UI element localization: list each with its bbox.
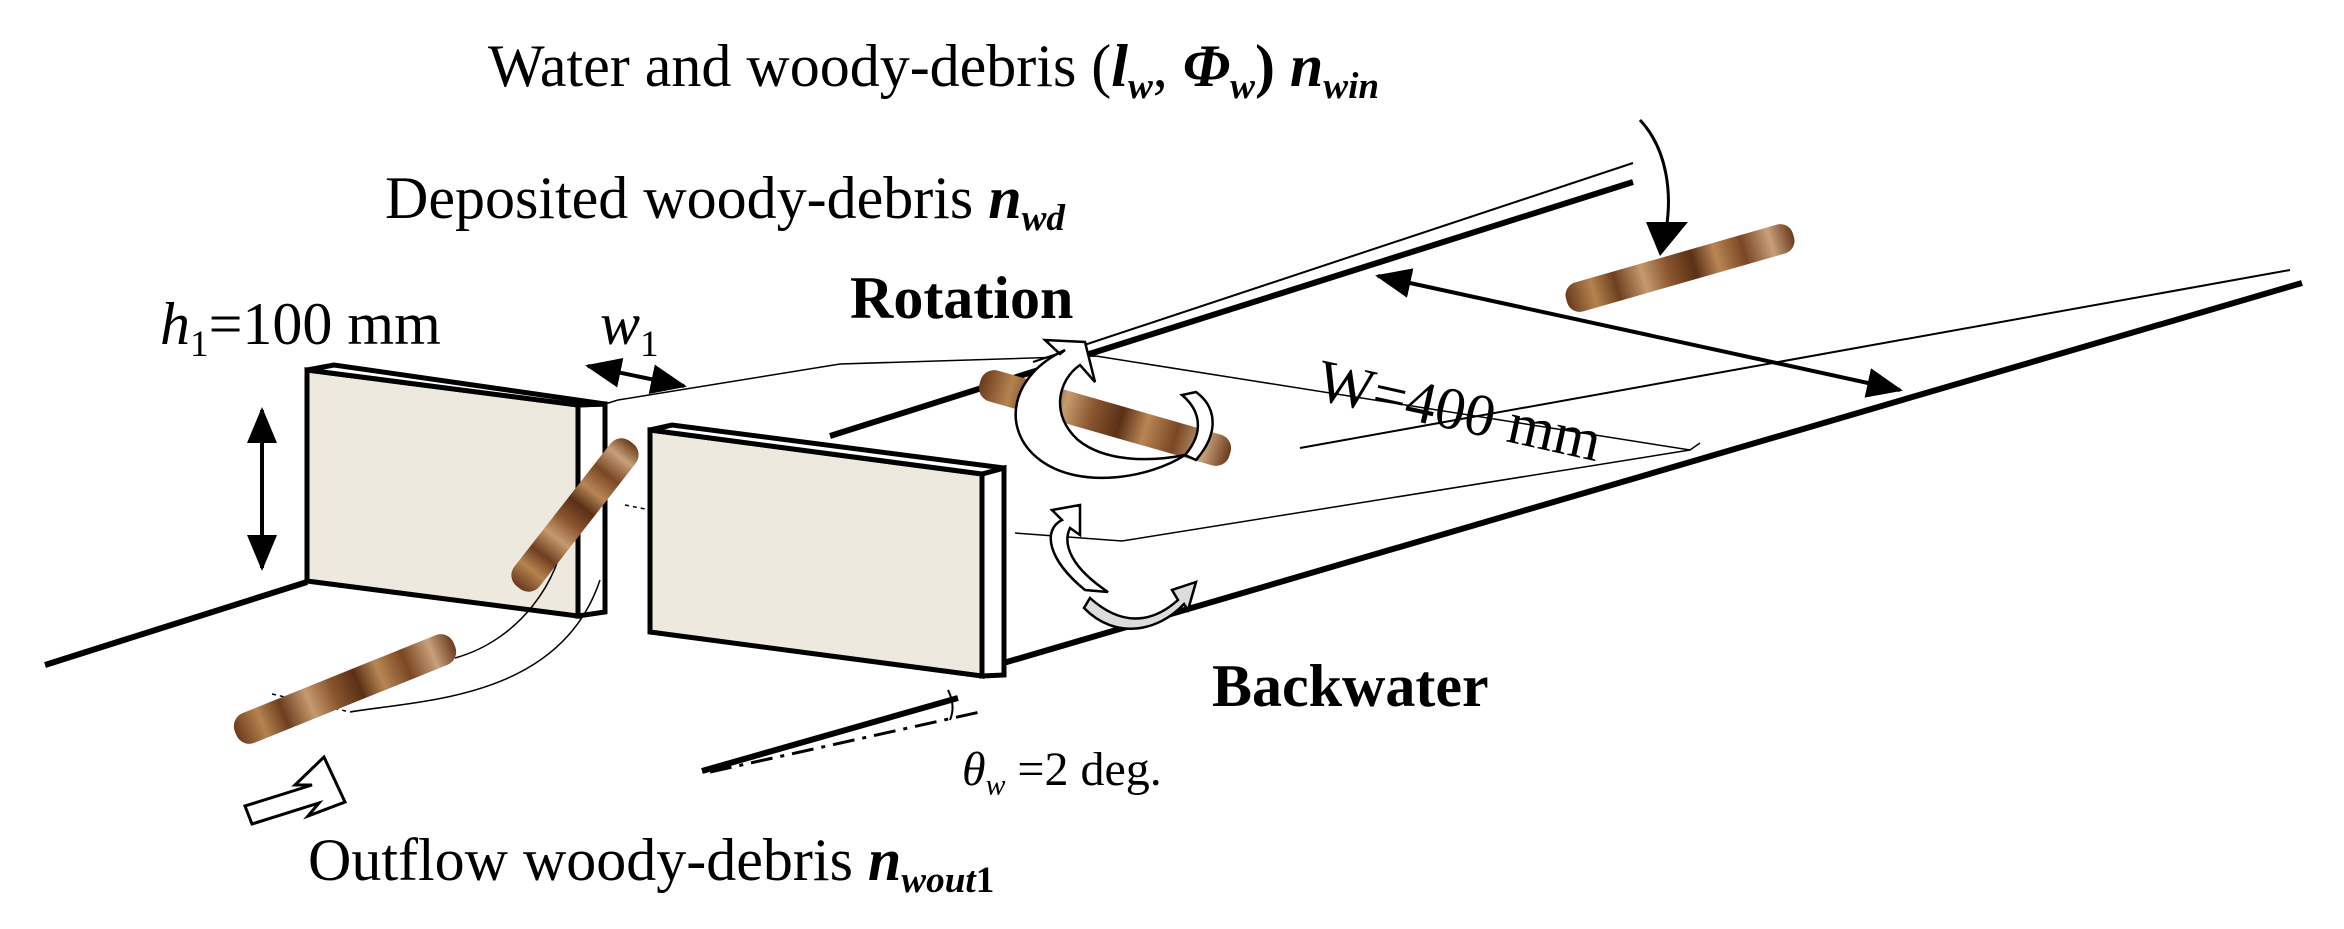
right-wall-top — [649, 422, 1005, 477]
nwout-subscript-num: 1 — [975, 859, 995, 901]
outflow-direction-arrow — [243, 754, 348, 826]
inflow-label-text: Water and woody-debris ( — [488, 33, 1112, 99]
outflow-label-text: Outflow woody-debris — [308, 827, 868, 893]
backwater-arrows — [1049, 503, 1198, 630]
log-outflow — [233, 634, 457, 744]
phi-subscript: w — [1230, 65, 1255, 107]
slope-reference-line — [709, 710, 981, 774]
width-dimension-arrow — [1375, 268, 1903, 398]
h1-subscript: 1 — [190, 323, 209, 365]
inflow-pointer-arrow — [1638, 118, 1670, 231]
slope-value: =2 deg. — [1005, 743, 1162, 796]
theta-symbol: θ — [962, 743, 986, 796]
theta-subscript: w — [985, 768, 1006, 802]
phi-symbol: Φ — [1182, 33, 1231, 99]
slope-angle-arc — [947, 689, 954, 721]
gap-label: w1 — [600, 291, 659, 363]
log-inflow — [1565, 224, 1795, 312]
slit-dotted — [624, 504, 651, 511]
lw-subscript: w — [1127, 65, 1153, 107]
woody-debris-logs — [233, 224, 1795, 744]
nwin-subscript: win — [1323, 65, 1380, 107]
far-sidewall-top — [1032, 162, 1634, 363]
w1-subscript: 1 — [640, 323, 659, 365]
backwater-arrow-white — [1049, 503, 1109, 594]
inflow-pointer-arrowhead — [1646, 222, 1688, 256]
inflow-comma: , — [1152, 33, 1183, 99]
nwd-symbol: n — [988, 165, 1022, 231]
slit-guide-upper — [604, 399, 619, 405]
w1-symbol: w — [600, 291, 641, 357]
deposited-label: Deposited woody-debris nwd — [385, 165, 1065, 237]
nwout-subscript-text: wout — [901, 859, 976, 901]
inflow-label: Water and woody-debris (lw, Φw) nwin — [488, 33, 1379, 105]
right-wall-side — [979, 464, 1007, 679]
nwd-subscript: wd — [1021, 197, 1066, 239]
nwin-symbol: n — [1289, 33, 1324, 99]
height-value: =100 mm — [208, 291, 441, 357]
backwater-label: Backwater — [1212, 653, 1489, 719]
log-in-slit — [511, 438, 639, 592]
rotation-arrows — [1014, 338, 1214, 479]
nwout-subscript: wout1 — [901, 860, 994, 901]
slope-angle — [709, 689, 981, 774]
h1-symbol: h — [160, 291, 190, 357]
outflow-path-lower — [349, 579, 601, 713]
left-channel-edge — [44, 579, 308, 668]
lw-symbol: l — [1111, 33, 1128, 99]
gap-dimension-arrow — [585, 358, 687, 394]
backwater-arrow-grey — [1082, 580, 1198, 630]
left-wall — [304, 362, 608, 619]
slope-label: θw =2 deg. — [962, 743, 1162, 800]
deposited-label-text: Deposited woody-debris — [385, 165, 989, 231]
water-surface-upper — [617, 355, 1701, 451]
height-label: h1=100 mm — [160, 291, 441, 363]
near-channel-edge — [999, 280, 2303, 667]
right-wall — [647, 422, 1007, 679]
nwout-symbol: n — [867, 827, 902, 893]
rotation-label: Rotation — [850, 265, 1074, 331]
slit-opening — [604, 399, 651, 511]
far-channel-edge — [829, 179, 1634, 439]
inflow-close-paren: ) — [1254, 33, 1275, 99]
rotation-arrow-right — [1179, 390, 1214, 462]
near-channel-edge-front — [701, 695, 959, 774]
outflow-label: Outflow woody-debris nwout1 — [308, 827, 994, 899]
